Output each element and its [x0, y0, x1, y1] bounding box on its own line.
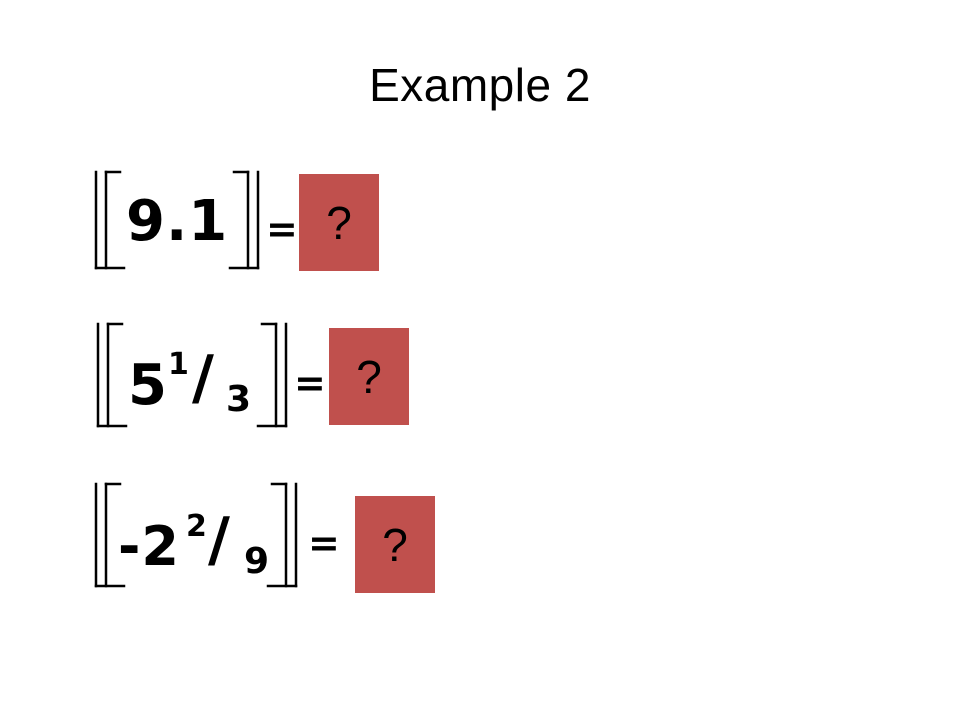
problem-1-equals: = [266, 207, 298, 251]
problem-3-equals: = [308, 521, 340, 565]
problem-3-numerator: 2 [186, 509, 207, 544]
floor-brackets [96, 322, 288, 428]
problem-1: 9.1 = [90, 168, 390, 278]
problem-3: -2 2 / 9 = [90, 480, 420, 595]
problem-3-denominator: 9 [244, 541, 270, 582]
slide-title: Example 2 [369, 59, 591, 111]
floor-brackets [94, 170, 260, 270]
problem-3-answer-box[interactable]: ? [355, 496, 435, 593]
problem-3-whole: -2 [118, 515, 180, 578]
floor-brackets [94, 482, 298, 588]
problem-3-slash: / [208, 505, 230, 575]
problem-2-equals: = [294, 361, 326, 405]
problem-2-denominator: 3 [226, 379, 252, 420]
problem-2-numerator: 1 [168, 347, 189, 382]
problem-2: 5 1 / 3 = [92, 320, 412, 435]
problem-2-whole: 5 [128, 353, 168, 418]
problem-1-value: 9.1 [126, 189, 229, 254]
problem-2-slash: / [192, 343, 214, 413]
problem-2-answer-box[interactable]: ? [329, 328, 409, 425]
problem-1-answer-box[interactable]: ? [299, 174, 379, 271]
